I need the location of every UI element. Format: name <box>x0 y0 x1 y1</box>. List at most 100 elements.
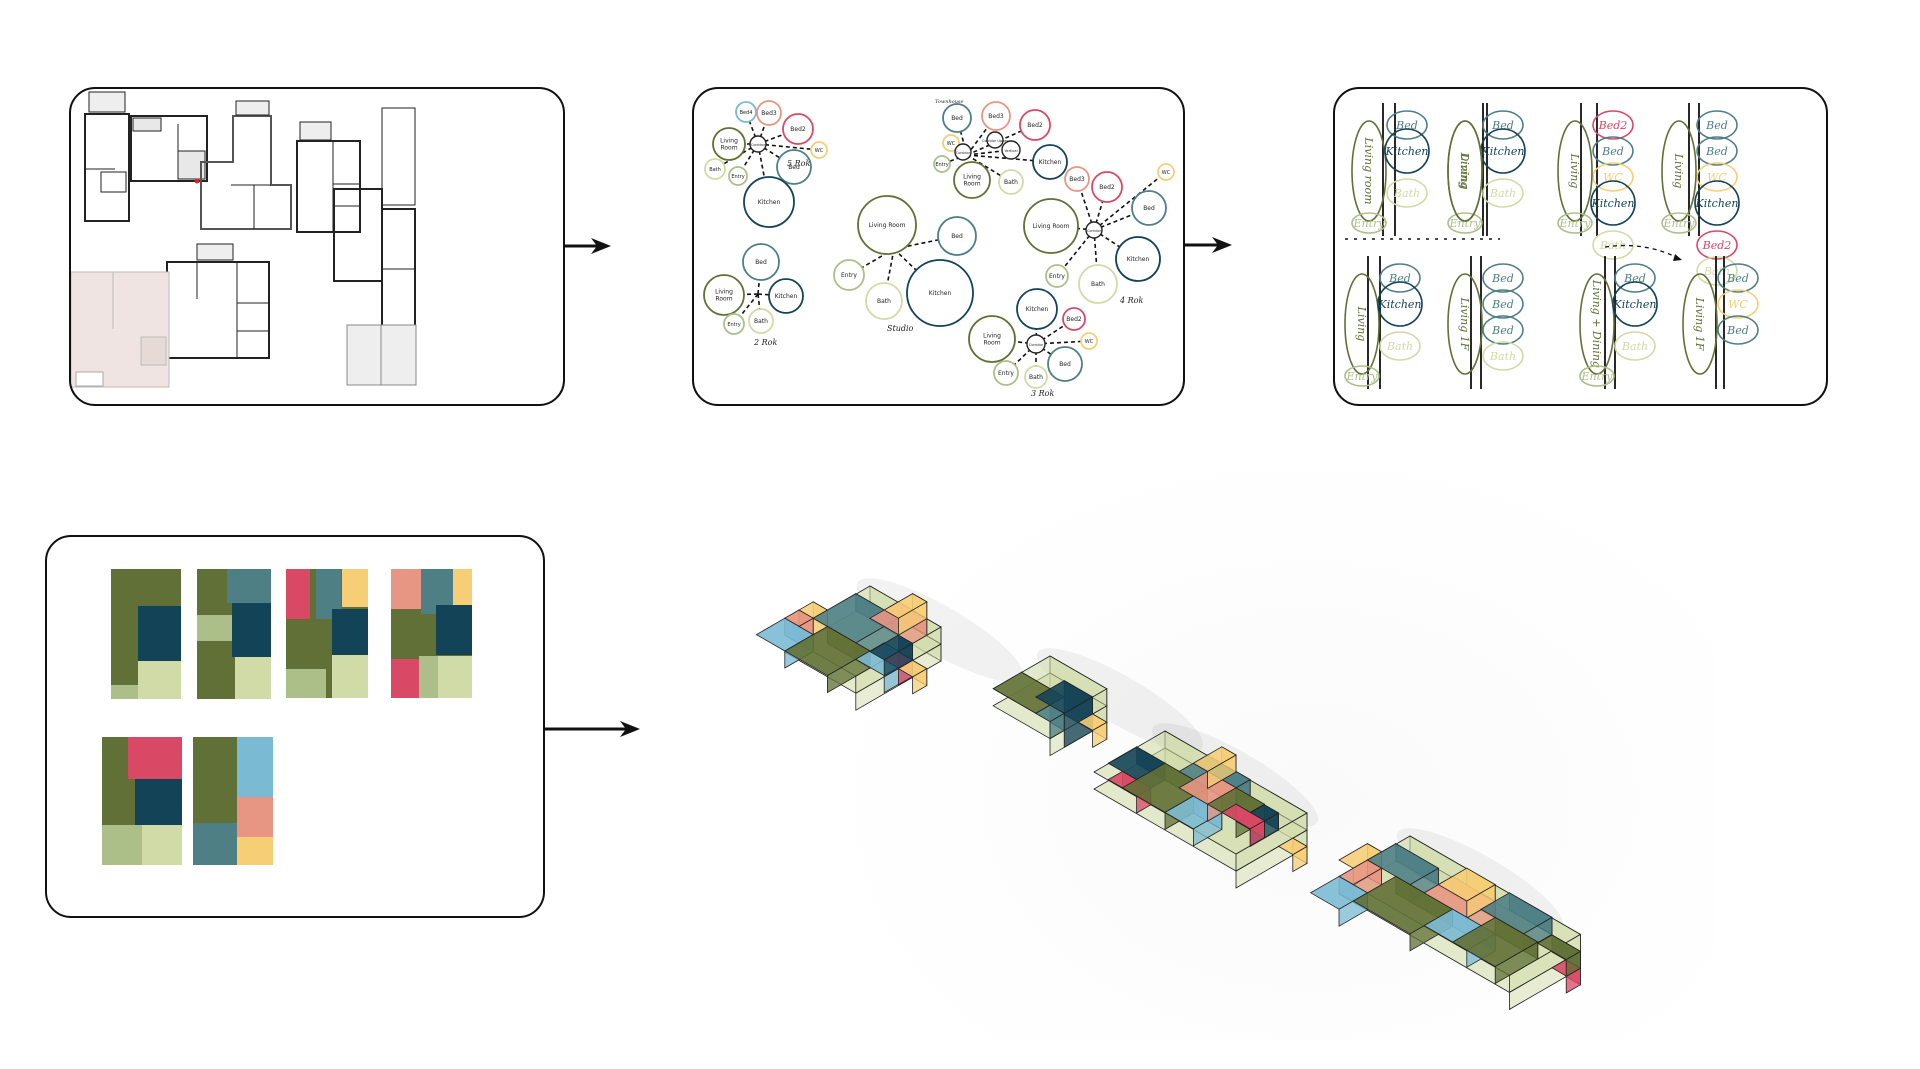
bubble-label: Bed <box>788 164 800 171</box>
zone-entry <box>102 825 142 865</box>
bubble-label: Bed3 <box>1069 176 1085 183</box>
bubble-bath <box>1078 264 1118 304</box>
unit-layout-6 <box>193 737 273 865</box>
sketch-bubble-bath <box>1482 341 1524 371</box>
sketch-bubble-bed <box>1482 289 1524 319</box>
sketch-bubble-wc <box>1717 289 1759 319</box>
bubble-bed <box>742 243 780 281</box>
sketch-label: WC <box>1728 298 1748 311</box>
zone-entry <box>111 685 138 699</box>
bubble-link <box>757 143 820 151</box>
bubble-label: Kitchen <box>758 199 781 206</box>
zone-bath <box>332 655 368 698</box>
sketch-bubble-bath <box>1614 331 1656 361</box>
bubble-label: WC <box>947 141 956 147</box>
unit-layout-3 <box>286 569 368 698</box>
sketch-bubble-bed2 <box>1592 110 1634 140</box>
sketch-label: Living <box>1355 306 1368 342</box>
massing-face <box>1077 713 1108 731</box>
sketch-label: Living 1F <box>1458 297 1471 351</box>
sketch-bubble-bed <box>1482 315 1524 345</box>
sketch-label: Bath <box>1621 340 1648 353</box>
massing-face <box>1192 746 1237 772</box>
bubble-bed2 <box>1062 307 1086 331</box>
sketch-bubble-bed <box>1379 263 1421 293</box>
sketch-label: Kitchen <box>1695 197 1739 210</box>
sketch-label: Kitchen <box>1591 197 1635 210</box>
zone-bedroom-2 <box>286 569 310 619</box>
sketch-label: Bed <box>1491 272 1514 285</box>
bubble-kitchen <box>743 176 795 228</box>
sketch-bubble-entry <box>1344 365 1380 387</box>
bubble-living-room <box>712 127 746 161</box>
sketch-label: Entry <box>1580 370 1613 383</box>
bubble-link <box>966 115 997 156</box>
zone-kitchen <box>332 609 368 655</box>
sketch-bubble-living <box>1557 120 1593 222</box>
zone-bedroom-2 <box>128 737 182 779</box>
sketch-label: Dining <box>1458 151 1471 189</box>
bubble-bed <box>776 149 812 185</box>
massing-face <box>1451 916 1539 968</box>
zone-bedroom-4 <box>237 737 273 797</box>
zone-bedroom <box>193 823 237 865</box>
massing-face <box>1221 803 1266 830</box>
sketch-bubble-living <box>1661 120 1697 222</box>
zone-kitchen <box>138 606 181 661</box>
sketch-bubble-kitchen <box>1384 128 1430 174</box>
bubble-label: Living Room <box>1033 223 1070 230</box>
bubble-label: Living <box>963 174 981 181</box>
bubble-label: WC <box>1162 170 1171 176</box>
sketch-label: Kitchen <box>1385 145 1429 158</box>
sketch-label: Kitchen <box>1613 298 1657 311</box>
zone-bedroom-2 <box>391 659 419 698</box>
zone-entry <box>286 669 326 698</box>
bubble-label: Entry <box>935 162 948 168</box>
sketch-label: Bed <box>1705 119 1728 132</box>
sketch-label: Entry <box>1448 217 1481 230</box>
sketch-label: Bed <box>1491 324 1514 337</box>
bubble-label: Bed2 <box>1066 316 1082 323</box>
zone-wc <box>237 837 273 865</box>
sketch-bubble-wc <box>1696 162 1738 192</box>
unit-layout-4 <box>391 569 472 698</box>
sketch-label: Kitchen <box>1481 145 1525 158</box>
sketch-label: Bed2 <box>1702 239 1732 252</box>
sketch-label: Bed <box>1491 298 1514 311</box>
sketch-bubble-entry <box>1447 212 1483 234</box>
sketch-bubble-bed <box>1482 263 1524 293</box>
bubble-label: Corridor <box>1029 343 1044 347</box>
bubble-kitchen <box>1032 144 1068 180</box>
bubble-label: Bed <box>951 233 963 240</box>
sketch-label: Entry <box>1352 217 1385 230</box>
sketch-bubble-bed <box>1614 263 1656 293</box>
bubble-living-room <box>703 274 745 316</box>
bubble-bed <box>1047 346 1083 382</box>
bubble-vertical <box>1001 140 1021 160</box>
sketch-label: Living <box>1568 153 1581 189</box>
arrow-step4-to-step5 <box>544 721 640 737</box>
zone-bath <box>235 657 271 699</box>
bubble-label: Bed3 <box>761 110 777 117</box>
sketch-bubble-bed <box>1696 110 1738 140</box>
zone-bedroom-3 <box>391 569 421 609</box>
bubble-living-room <box>857 195 917 255</box>
bubble-link <box>757 112 770 145</box>
sketch-bubble-bath <box>1379 331 1421 361</box>
bubble-label: Bath <box>709 167 721 173</box>
sketch-label: Bath <box>1599 239 1626 252</box>
sketch-label: Living room <box>1362 136 1375 204</box>
bubble-label: Kitchen <box>1039 159 1062 166</box>
sketch-bubble-entry <box>1557 212 1593 234</box>
bubble-wc <box>810 141 828 159</box>
bubble-label: Room <box>963 181 980 188</box>
bubble-group-label: 2 Rok <box>753 338 777 347</box>
sketch-bubble-bath <box>1592 230 1634 260</box>
bubble-label: Kitchen <box>775 293 798 300</box>
massing-cluster-1 <box>755 578 1024 711</box>
